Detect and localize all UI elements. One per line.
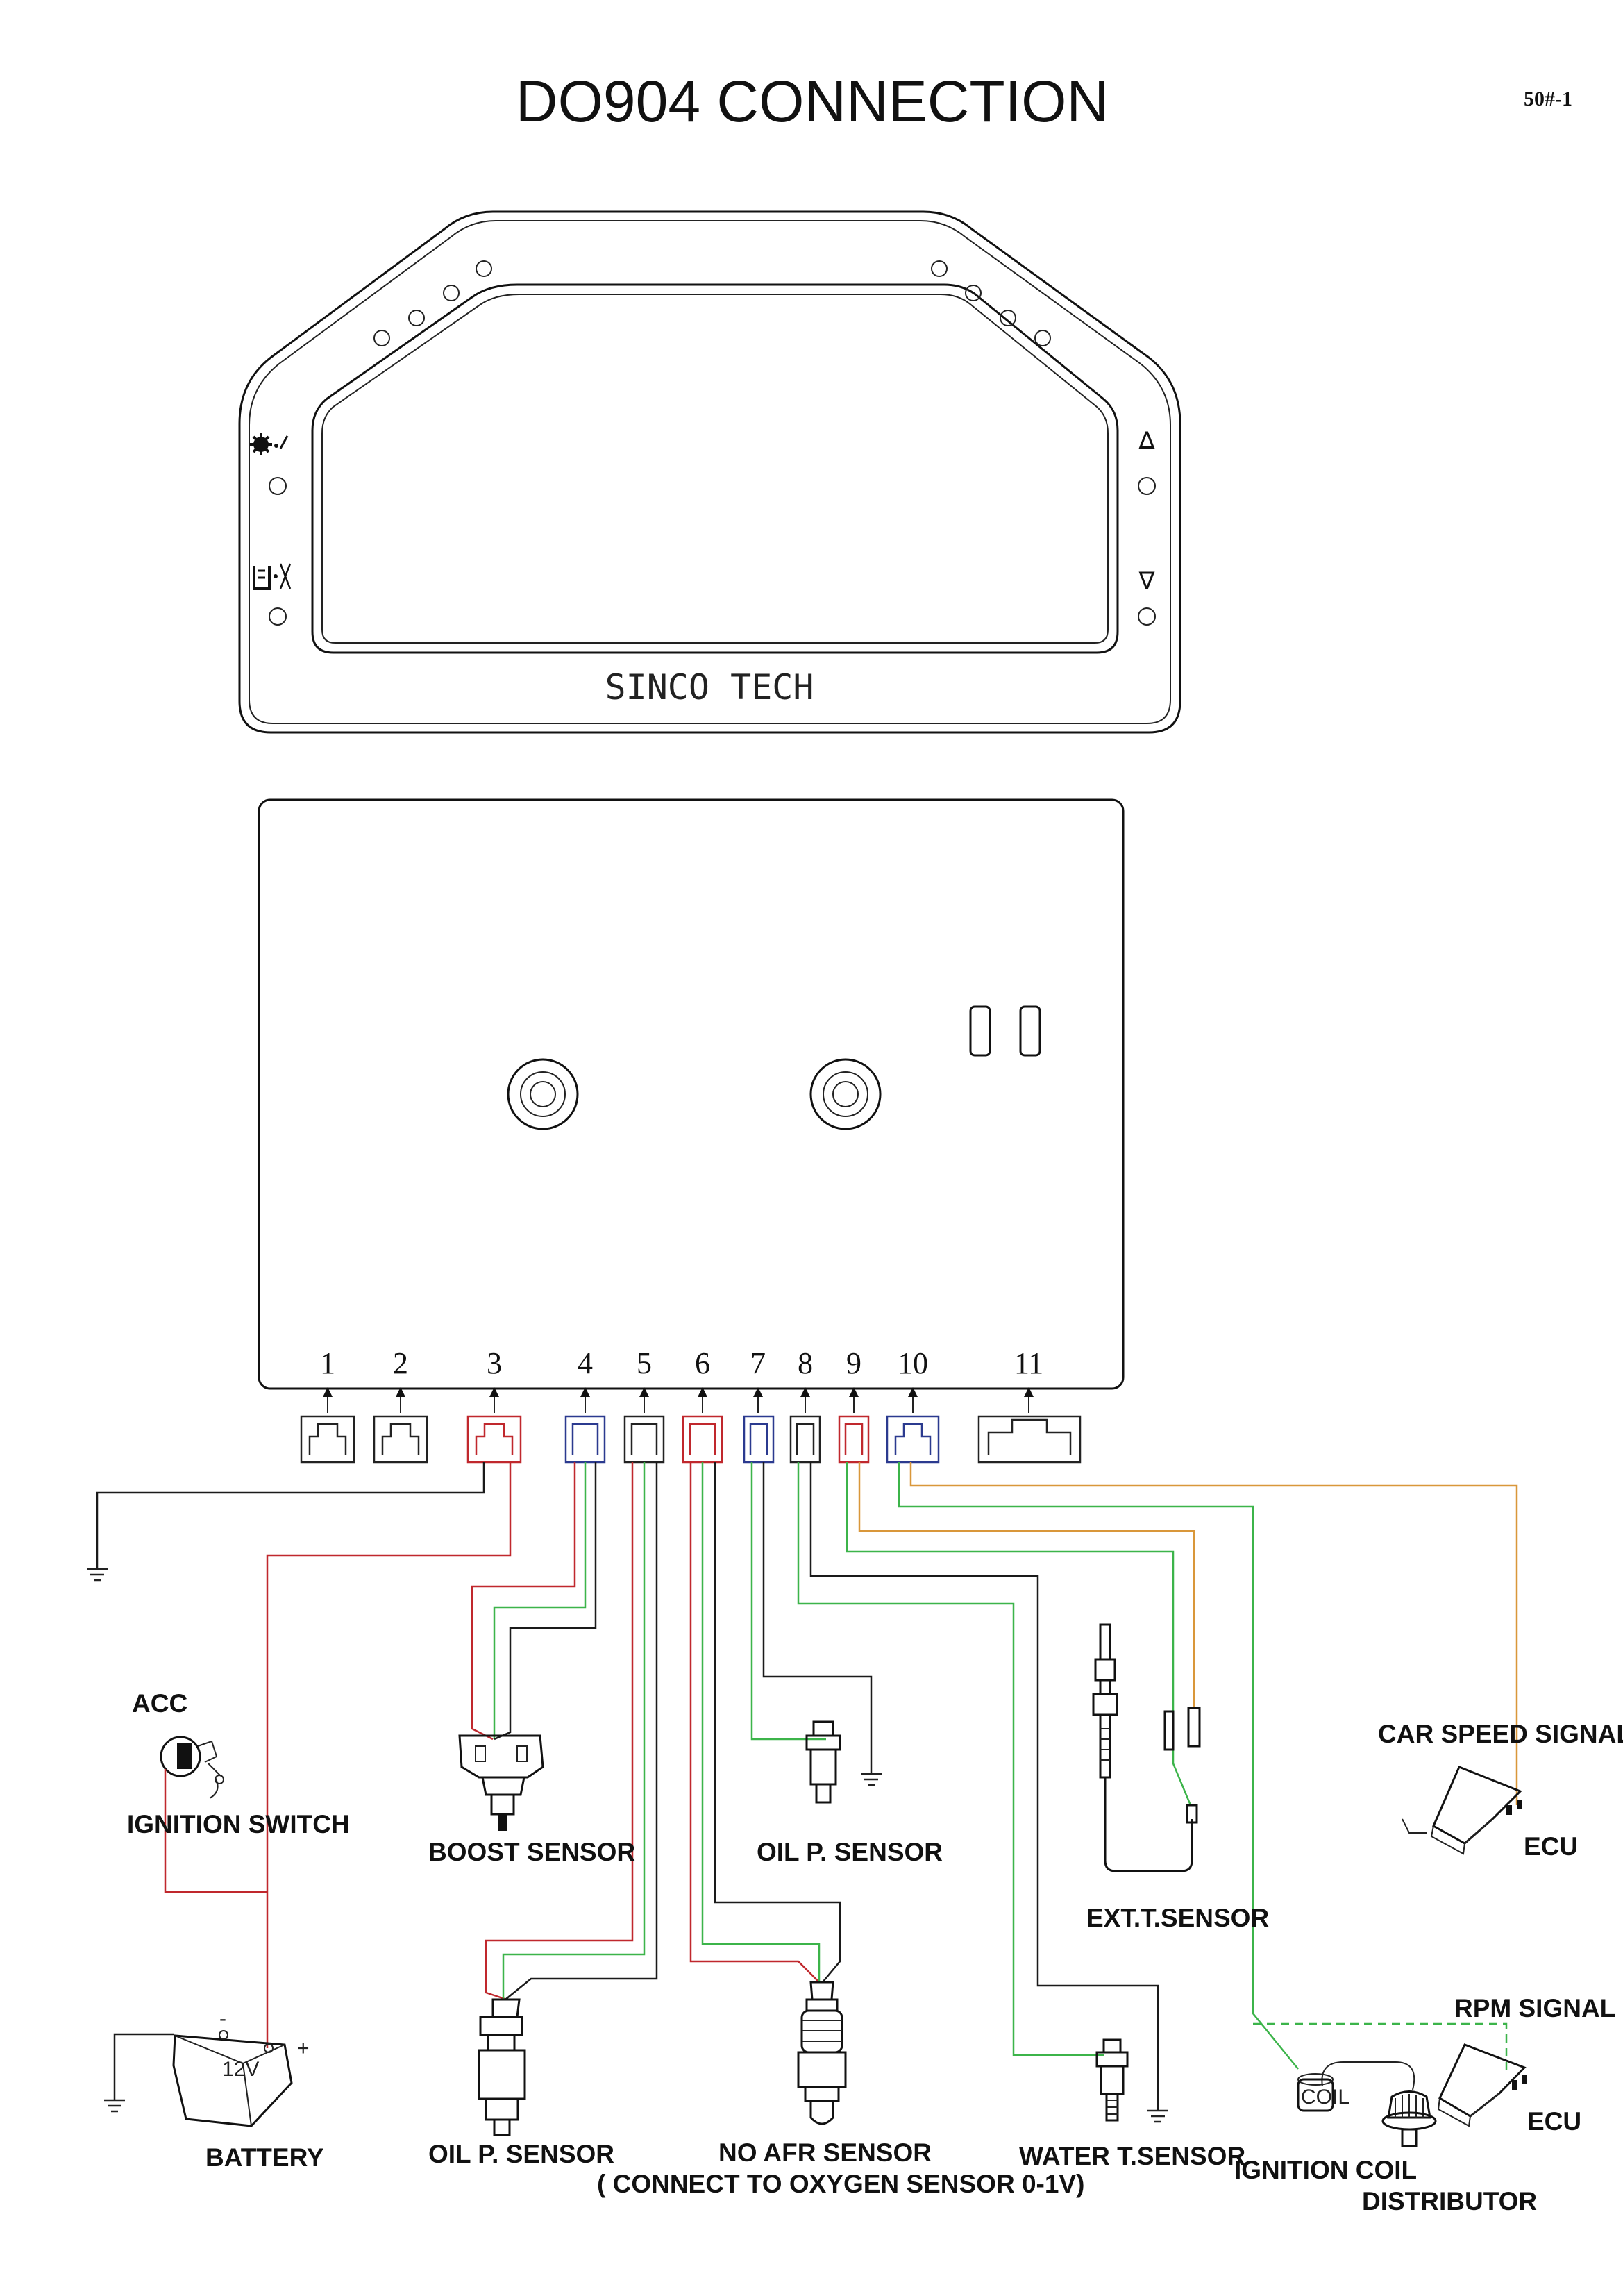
pin-number: 8 [798, 1346, 813, 1380]
connector-5 [623, 1415, 665, 1464]
connector-2 [373, 1415, 428, 1464]
up-arrow-icon: ∆ [1138, 427, 1155, 455]
usb-port-2 [1019, 1005, 1041, 1057]
pin-number: 1 [320, 1346, 335, 1380]
connector-9 [838, 1415, 870, 1464]
shift-light-row-right [931, 260, 1051, 346]
connector-row [300, 1415, 1082, 1464]
rpm-signal-label: RPM SIGNAL [1454, 1994, 1615, 2022]
pin-number: 11 [1014, 1346, 1043, 1380]
page-title: DO904 CONNECTION [516, 69, 1109, 134]
acc-label: ACC [132, 1689, 187, 1718]
gauge-icon [253, 563, 292, 590]
up-button[interactable] [1138, 477, 1156, 495]
ignition-switch-label: IGNITION SWITCH [127, 1810, 350, 1838]
battery-label: BATTERY [205, 2143, 324, 2172]
wire-harness [96, 1462, 1518, 2111]
connector-11 [977, 1415, 1082, 1464]
afr-sensor: NO AFR SENSOR ( CONNECT TO OXYGEN SENSOR… [597, 1981, 1084, 2198]
ground-symbol [87, 1568, 108, 1582]
dash-back: 1 2 3 4 5 6 7 8 9 10 11 [258, 798, 1125, 1390]
oil-pressure-sensor-upper-label: OIL P. SENSOR [757, 1838, 943, 1866]
ext-temp-sensor-label: EXT.T.SENSOR [1086, 1904, 1269, 1932]
afr-sensor-label: NO AFR SENSOR [718, 2138, 932, 2167]
boost-sensor: BOOST SENSOR [428, 1734, 635, 1866]
connector-8 [789, 1415, 821, 1464]
battery-voltage: 12V [222, 2058, 259, 2081]
usb-port-1 [969, 1005, 991, 1057]
connector-10 [886, 1415, 940, 1464]
distributor-label: DISTRIBUTOR [1362, 2187, 1537, 2215]
ignition-switch: ACC IGNITION SWITCH [127, 1689, 350, 1838]
ignition-coil: COIL IGNITION COIL [1234, 2061, 1417, 2184]
connector-6 [682, 1415, 723, 1464]
connector-7 [743, 1415, 775, 1464]
pin-arrows [323, 1387, 1034, 1413]
down-arrow-icon: ∇ [1138, 567, 1155, 595]
oil-pressure-sensor-lower: OIL P. SENSOR [428, 1998, 614, 2168]
shift-light-row-left [373, 260, 492, 346]
ecu-rpm-label: ECU [1527, 2107, 1581, 2136]
ext-temp-sensor: EXT.T.SENSOR [1086, 1623, 1269, 1932]
oil-pressure-sensor-lower-label: OIL P. SENSOR [428, 2140, 614, 2168]
pin-number-list: 1 2 3 4 5 6 7 8 9 10 11 [320, 1346, 1043, 1380]
oil-pressure-sensor-upper: OIL P. SENSOR [757, 1720, 943, 1866]
battery-minus: - [219, 2007, 226, 2030]
battery-plus: + [297, 2037, 310, 2060]
water-temp-sensor-label: WATER T.SENSOR [1019, 2142, 1245, 2170]
page-code: 50#-1 [1524, 87, 1572, 110]
setting-button[interactable] [269, 477, 287, 495]
boost-sensor-label: BOOST SENSOR [428, 1838, 635, 1866]
mount-hole-left [507, 1058, 579, 1130]
mode-button[interactable] [269, 607, 287, 626]
water-temp-sensor: WATER T.SENSOR [1019, 2038, 1245, 2170]
battery: 12V - + BATTERY [104, 2007, 324, 2172]
ecu-speed: CAR SPEED SIGNAL ECU [1378, 1720, 1623, 1861]
pin-number: 5 [637, 1346, 652, 1380]
ecu-speed-label: ECU [1524, 1832, 1578, 1861]
ignition-coil-label: IGNITION COIL [1234, 2156, 1417, 2184]
pin-number: 10 [898, 1346, 928, 1380]
pin-number: 2 [393, 1346, 408, 1380]
pin-number: 6 [695, 1346, 710, 1380]
pin-number: 4 [578, 1346, 593, 1380]
mount-hole-right [809, 1058, 882, 1130]
dash-front: ∆ ∇ SINCO TECH [238, 210, 1181, 734]
afr-sensor-note: ( CONNECT TO OXYGEN SENSOR 0-1V) [597, 2170, 1084, 2198]
car-speed-signal-label: CAR SPEED SIGNAL [1378, 1720, 1623, 1748]
coil-text: COIL [1301, 2086, 1349, 2109]
down-button[interactable] [1138, 607, 1156, 626]
connector-4 [564, 1415, 606, 1464]
pin-number: 9 [846, 1346, 861, 1380]
pin-number: 7 [750, 1346, 766, 1380]
pin-number: 3 [487, 1346, 502, 1380]
connector-1 [300, 1415, 355, 1464]
gear-icon [250, 433, 289, 455]
distributor: DISTRIBUTOR [1362, 2090, 1537, 2215]
brand-label: SINCO TECH [605, 667, 814, 707]
ecu-rpm: RPM SIGNAL ECU [1437, 1994, 1615, 2136]
connector-3 [466, 1415, 522, 1464]
